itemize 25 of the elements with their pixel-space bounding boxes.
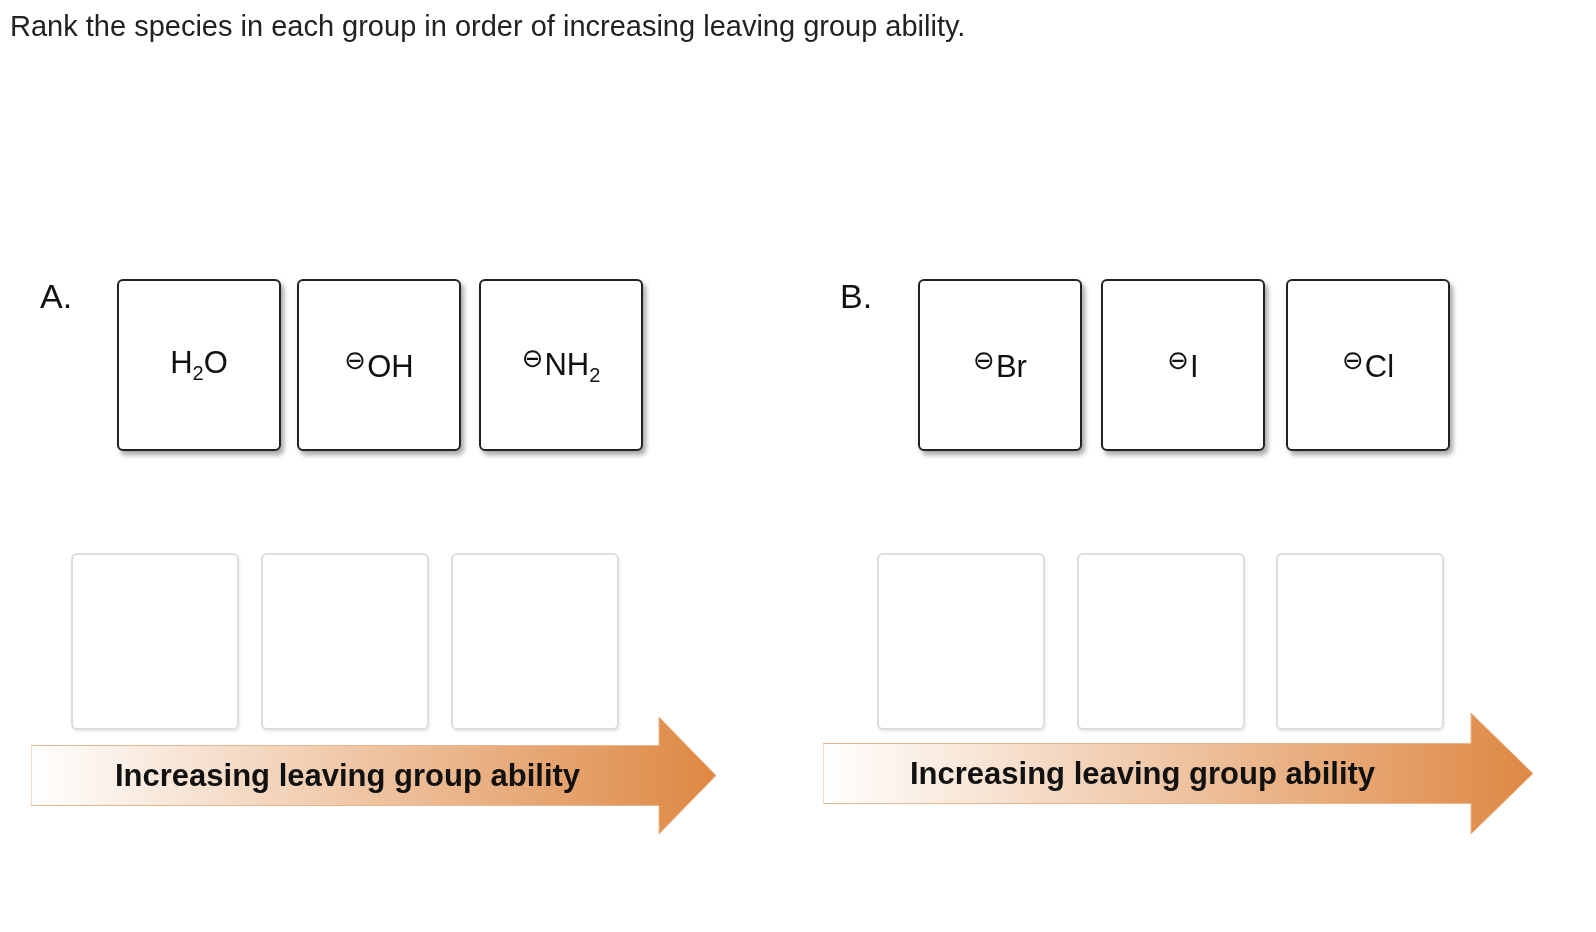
- arrow-label: Increasing leaving group ability: [115, 757, 581, 794]
- answer-tile: [297, 279, 461, 451]
- drop-zone: [1276, 553, 1444, 730]
- answer-tile: [479, 279, 643, 451]
- group-letter: A.: [40, 277, 73, 316]
- gradient-arrow: [823, 713, 1533, 834]
- formula-text: $^{⊖}$OH: [344, 345, 414, 385]
- formula-text: $^{⊖}$Cl: [1341, 345, 1395, 385]
- formula-text: $^{⊖}$NH$_{2}$: [521, 342, 601, 388]
- drop-zone: [261, 553, 429, 730]
- formula-text: $^{⊖}$I: [1167, 345, 1199, 385]
- answer-tile: [1101, 279, 1265, 451]
- drop-zone: [1077, 553, 1245, 730]
- formula-text: $^{⊖}$Br: [973, 345, 1027, 385]
- answer-tile: [1286, 279, 1450, 451]
- formula-text: H$_{2}$O: [170, 344, 228, 386]
- question-text: Rank the species in each group in order of increasing leaving group ability.: [10, 10, 966, 43]
- answer-tile: [117, 279, 281, 451]
- drop-zone: [877, 553, 1045, 730]
- drop-zone: [451, 553, 619, 730]
- group-letter: B.: [840, 277, 873, 316]
- gradient-arrow: [31, 717, 716, 834]
- answer-tile: [918, 279, 1082, 451]
- drop-zone: [71, 553, 239, 730]
- arrow-label: Increasing leaving group ability: [910, 755, 1376, 792]
